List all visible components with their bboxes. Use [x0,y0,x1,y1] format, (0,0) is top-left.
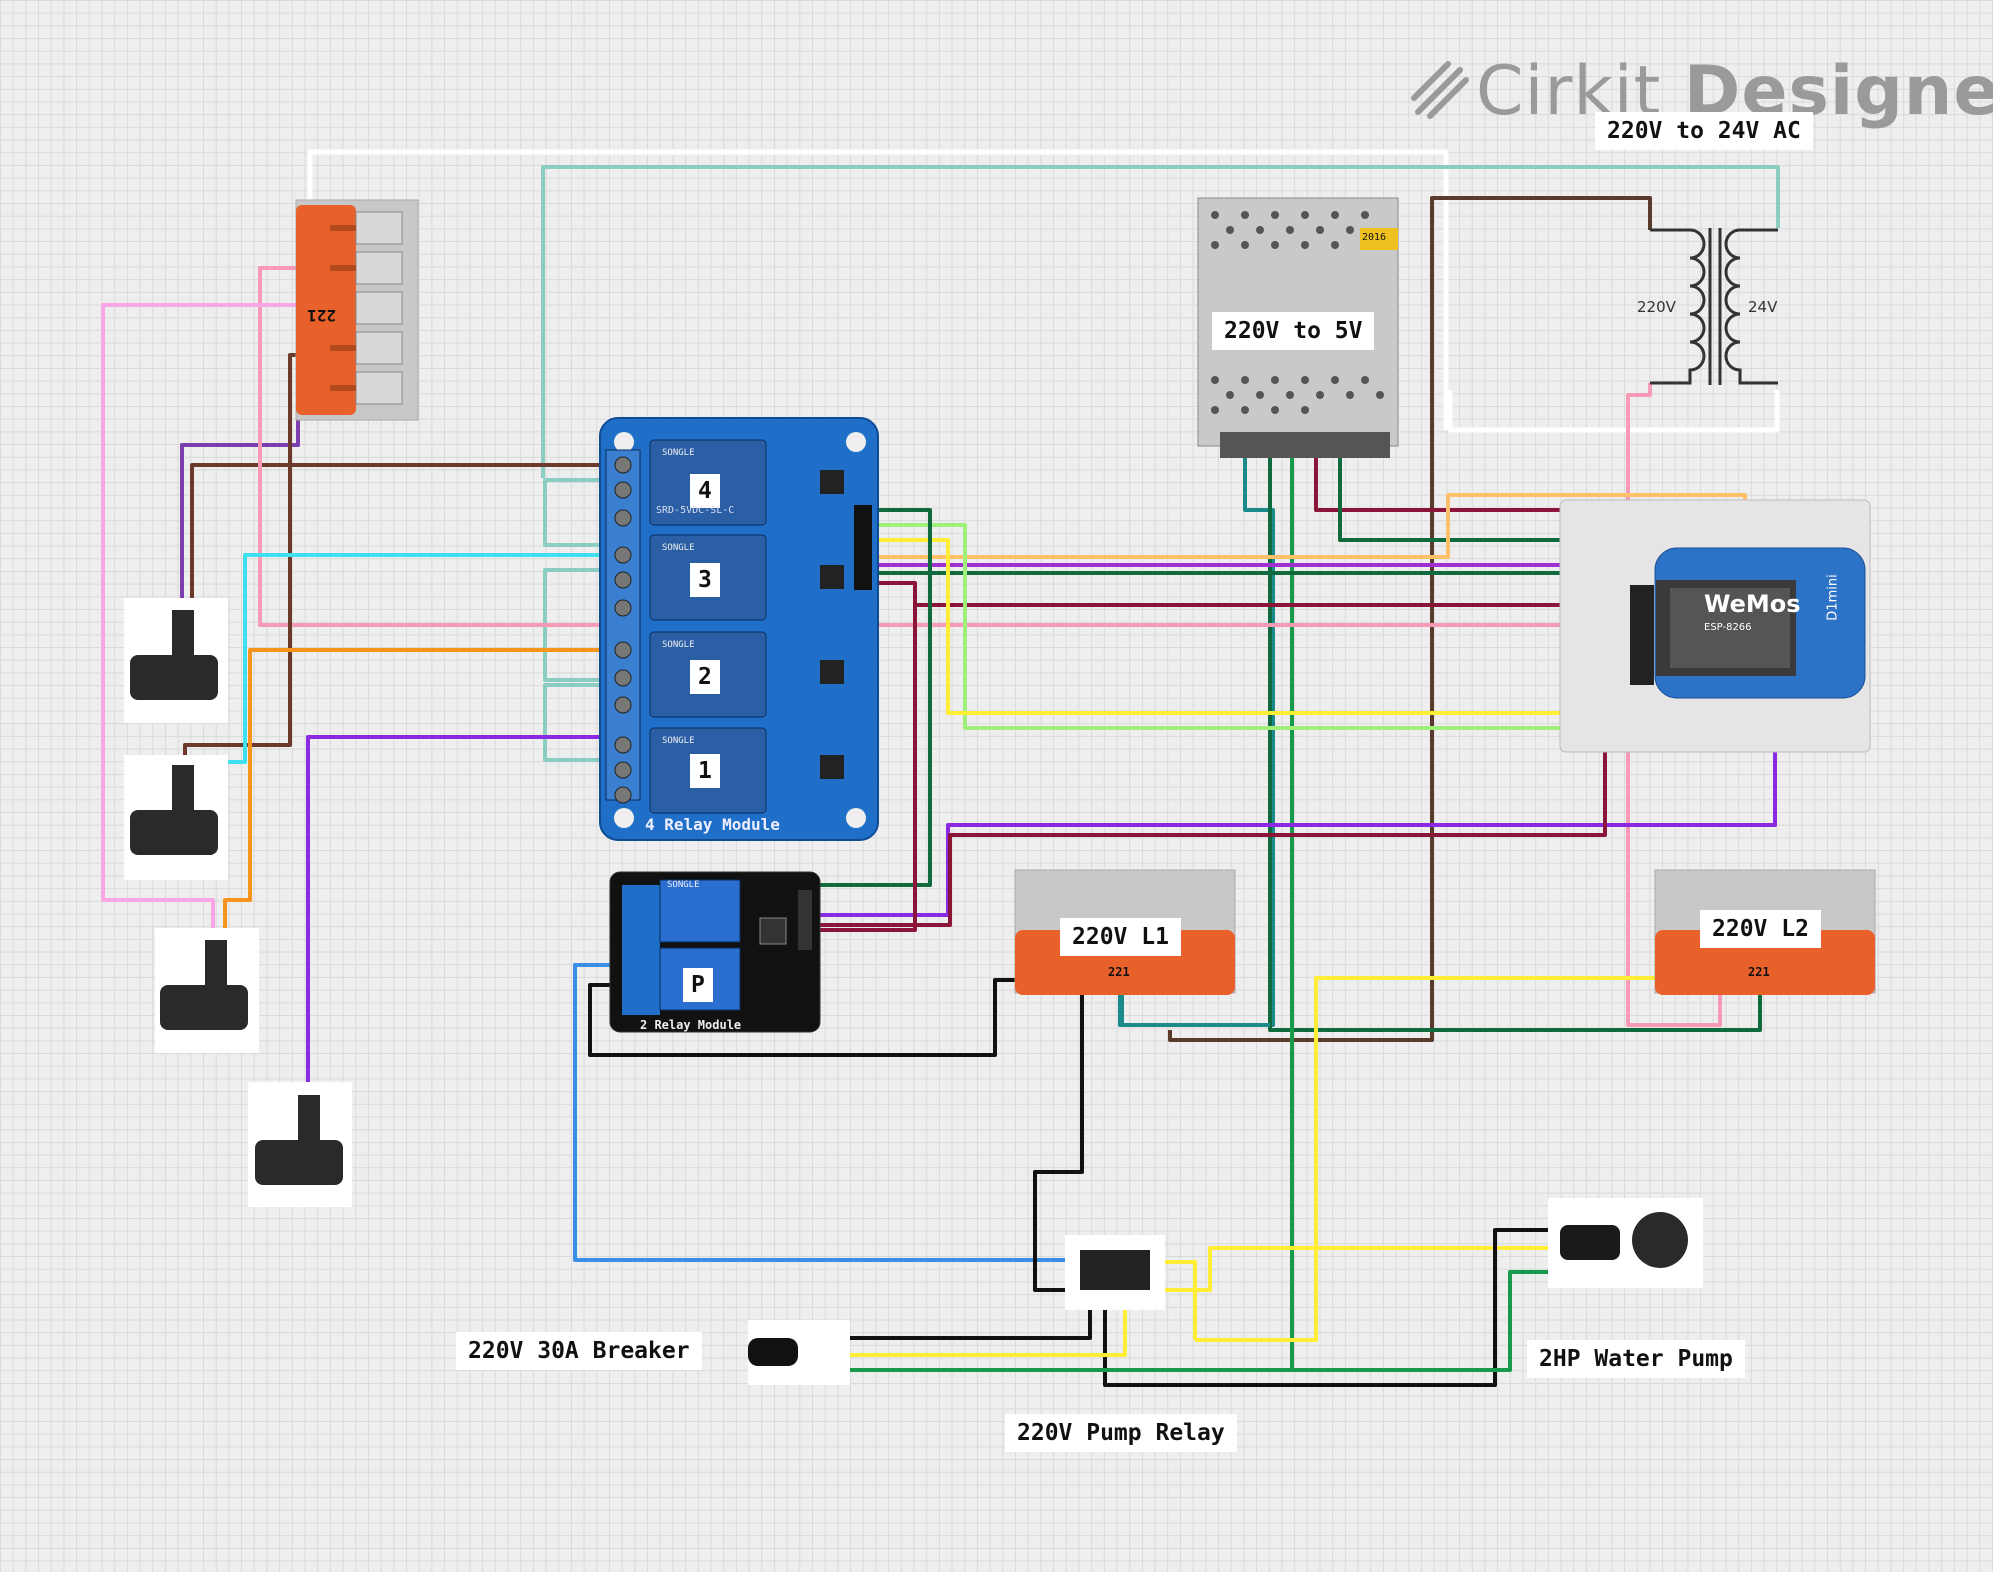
label-relay-p: P [683,968,713,1002]
wire-orange-v3 [223,648,630,935]
label-wemos-chip: ESP-8266 [1704,622,1752,633]
wire-blue-pr [573,963,1090,1262]
label-wago-l2: 221 [1748,965,1770,979]
wire-teal-3 [543,683,610,762]
svg-text:SONGLE: SONGLE [662,448,695,458]
relay-module-4: SONGLE SONGLE SONGLE SONGLE [599,417,879,841]
cirkit-logo-icon [1411,61,1469,119]
wire-green-pump2 [842,1270,1560,1372]
label-tr-primary: 220V [1637,298,1676,316]
transformer [1650,228,1778,385]
wire-maroon-sig [858,581,1600,607]
relay-module-2 [609,871,821,1033]
svg-text:SONGLE: SONGLE [662,543,695,553]
brand-logo: Cirkit Designer [1410,52,1993,131]
label-relay-model: SRD-5VDC-SL-C [656,505,735,516]
svg-text:221: 221 [307,306,336,325]
label-relay-4: 4 [690,474,720,508]
label-transformer: 220V to 24V AC [1595,112,1813,150]
wire-black-l1 [1033,980,1090,1292]
wire-violet-2r [818,735,1777,917]
svg-text:SONGLE: SONGLE [662,736,695,746]
valve-3 [155,928,259,1053]
wire-purple-v1 [180,380,300,605]
wire-teal-1 [543,478,610,547]
wire-dkgreen-psu [1268,448,1762,1032]
wago-connector-top: 221 [295,199,419,421]
valve-4 [248,1082,352,1207]
label-relay-module-4: 4 Relay Module [645,815,780,834]
label-pump-relay: 220V Pump Relay [1005,1414,1237,1452]
wire-maroon-2r-b [818,735,1607,927]
breadboard [1559,499,1871,753]
wire-black-pump [1103,1228,1560,1387]
wire-white-tr [1447,390,1780,433]
pump-relay-component [1065,1235,1165,1310]
svg-text:SONGLE: SONGLE [662,640,695,650]
valve-2 [124,755,228,880]
wire-white-top [307,149,1449,430]
wire-yellow-l2 [1195,976,1685,1342]
wire-yellow-brk [842,1290,1127,1357]
wire-brown-tr [1168,196,1652,1042]
label-wago-l1: 221 [1108,965,1130,979]
label-pump: 2HP Water Pump [1527,1340,1745,1378]
water-pump [1548,1198,1703,1288]
label-relay-1: 1 [690,754,720,788]
label-psu-year: 2016 [1362,232,1387,243]
wire-yellow-pump [1155,1246,1560,1292]
wire-magenta-left [101,303,298,935]
wire-teal-l1 [1120,985,1270,1027]
breaker-cable [748,1320,850,1385]
solenoid-valves [124,598,352,1207]
wire-brown-v2 [183,353,298,762]
wire-black-2r [588,978,1045,1057]
label-breaker: 220V 30A Breaker [456,1332,702,1370]
wire-violet-v4 [306,735,630,1085]
wire-pink-left [258,266,1620,627]
wire-brown-v1 [190,463,622,605]
label-l1: 220V L1 [1060,918,1181,956]
label-relay-module-2: 2 Relay Module [640,1018,742,1032]
wire-teal-top [541,165,1780,478]
label-l2: 220V L2 [1700,910,1821,948]
label-relay-brand: SONGLE [667,880,700,890]
wire-black-brk [842,1290,1092,1340]
label-tr-secondary: 24V [1748,298,1778,316]
label-wemos-model: D1mini [1825,574,1841,621]
label-wemos-brand: WeMos [1704,590,1801,618]
wire-maroon-2r [818,583,917,932]
label-power-supply: 220V to 5V [1212,312,1375,350]
label-relay-2: 2 [690,660,720,694]
label-relay-3: 3 [690,563,720,597]
wire-dkgreen-2r [818,508,932,887]
valve-1 [124,598,228,723]
